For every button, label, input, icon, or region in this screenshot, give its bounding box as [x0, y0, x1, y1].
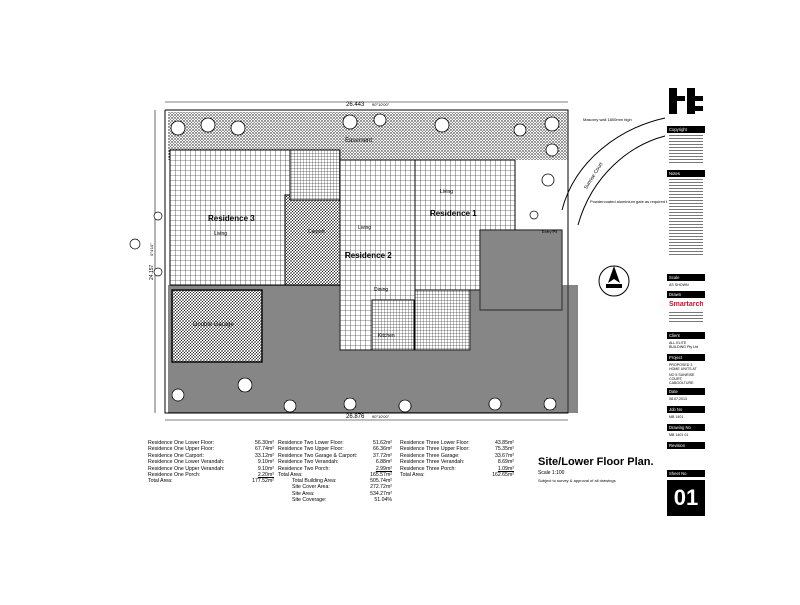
schedule-row: Residence One Lower Verandah:9.10m² [148, 459, 274, 466]
site-totals: Total Building Area:505.74m² Site Cover … [292, 478, 392, 504]
schedule-row: Residence Three Upper Floor:75.35m² [400, 446, 514, 453]
client-name: ALL ELITE BUILDING Pty Ltd [669, 341, 699, 350]
notes-header: Notes [667, 170, 705, 177]
client-header: Client [667, 332, 705, 339]
project-header: Project [667, 354, 705, 361]
residence-two-kitchen [371, 299, 415, 351]
schedule-row: Residence Two Lower Floor:51.62m² [278, 440, 392, 446]
project-name: PROPOSED 3 HOME UNITS AT [669, 363, 697, 372]
drawn-header: Drawn [667, 291, 705, 298]
schedule-row: Total Building Area:505.74m² [292, 478, 392, 484]
kitchen-label: Kitchen [378, 333, 395, 339]
schedule-row: Residence One Upper Verandah:9.10m² [148, 465, 274, 472]
street-edge-inner [561, 117, 666, 211]
residence-three-block [169, 149, 291, 286]
residence-one-label: Residence 1 [430, 209, 477, 218]
firm-logo-icon [667, 88, 705, 114]
job-header: Job No [667, 406, 705, 413]
residence-two-label: Residence 2 [345, 251, 392, 260]
drawing-scale: Scale 1:100 [538, 470, 565, 476]
street-edge-outer [577, 135, 666, 226]
schedule-row: Residence Three Porch:1.09m² [400, 465, 514, 472]
revision-header: Revision [667, 442, 705, 449]
dimension-bottom: 26.876 [346, 414, 365, 420]
schedule-row: Residence One Upper Floor:67.74m² [148, 446, 274, 453]
schedule-row: Residence Two Garage & Carport:37.72m² [278, 452, 392, 459]
schedule-row: Total Area:177.52m² [148, 478, 274, 485]
scale-value: AS SHOWN [669, 283, 689, 287]
residence-two-schedule: Residence Two Lower Floor:51.62m² Reside… [278, 440, 392, 478]
residence-one-schedule: Residence One Lower Floor:56.30m² Reside… [148, 440, 274, 485]
job-value: MB 1401 [669, 415, 684, 419]
schedule-row: Site Coverage:51.04% [292, 497, 392, 504]
living-label-2: Living [358, 225, 372, 231]
residence-two-stair [289, 149, 341, 201]
project-address: NO 5 SUNRISE COURT, CABOOLTURE [669, 373, 695, 386]
double-garage-label: Double Garage [193, 322, 234, 328]
schedule-row: Total Area:162.65m² [400, 472, 514, 479]
schedule-row: Total Area:165.57m² [278, 472, 392, 479]
drawing-title: Site/Lower Floor Plan. [538, 456, 654, 468]
schedule-row: Residence One Porch:2.20m² [148, 472, 274, 479]
sheet-number: 01 [667, 480, 705, 516]
residence-three-schedule: Residence Three Lower Floor:43.85m² Resi… [400, 440, 514, 478]
residence-one-carport [479, 229, 563, 311]
residence-one-kitchen [414, 289, 471, 351]
date-header: Date [667, 388, 705, 395]
schedule-row: Residence Three Garage:33.67m² [400, 452, 514, 459]
schedule-row: Residence Two Upper Floor:66.36m² [278, 446, 392, 453]
drawn-text [669, 312, 703, 324]
dimension-left-bearing: 0°4'10" [149, 243, 154, 256]
scale-note: Subject to survey & approval of all draw… [538, 478, 616, 483]
notes-text [669, 179, 703, 257]
schedule-row: Residence Two Porch:2.99m² [278, 465, 392, 472]
schedule-row: Residence Three Verandah:8.69m² [400, 459, 514, 466]
title-block: Copyright Notes Scale AS SHOWN Drawn Sma… [667, 88, 705, 516]
site-boundary [164, 109, 569, 414]
dimension-top: 26.443 [346, 102, 365, 108]
copyright-text [669, 135, 703, 165]
living-label: Living [214, 231, 228, 237]
easement-label: Easement [345, 138, 373, 144]
dimension-lines [154, 101, 568, 421]
schedule-row: Residence One Carport:33.12m² [148, 452, 274, 459]
aluminium-gate-note: Powdercoated aluminium gate as required … [590, 199, 683, 204]
sheet-header: Sheet No [667, 470, 705, 477]
tree-icons [170, 113, 560, 413]
dimension-top-bearing: 90°10'00" [372, 102, 390, 107]
carport-label: Carport [308, 229, 325, 235]
double-garage [171, 289, 263, 363]
entry-pit-label: Entry Pit [542, 229, 558, 234]
schedule-row: Site Area:534.27m² [292, 490, 392, 497]
brand-logo: Smartarch [669, 301, 703, 308]
residence-three-carport [284, 194, 341, 286]
masonry-wall-note: Masonry wall 1800mm high [583, 117, 632, 122]
residence-three-label: Residence 3 [208, 214, 255, 223]
dimension-bottom-bearing: 90°10'00" [372, 414, 390, 419]
schedule-row: Site Cover Area:272.72m² [292, 484, 392, 491]
scale-header: Scale [667, 274, 705, 281]
dimension-left: 24.157 [149, 264, 155, 280]
date-value: 08.07.2013 [669, 397, 687, 401]
copyright-header: Copyright [667, 126, 705, 133]
drawing-header: Drawing No [667, 424, 705, 431]
living-label-1: Living [440, 189, 454, 195]
drawing-value: MB 1401 01 [669, 433, 689, 437]
dining-label: Dining [374, 287, 389, 293]
schedule-row: Residence One Lower Floor:56.30m² [148, 440, 274, 446]
schedule-row: Residence Three Lower Floor:43.85m² [400, 440, 514, 446]
grid-markers [129, 210, 539, 277]
north-arrow-icon [598, 265, 630, 297]
schedule-row: Residence Two Verandah:6.88m² [278, 459, 392, 466]
